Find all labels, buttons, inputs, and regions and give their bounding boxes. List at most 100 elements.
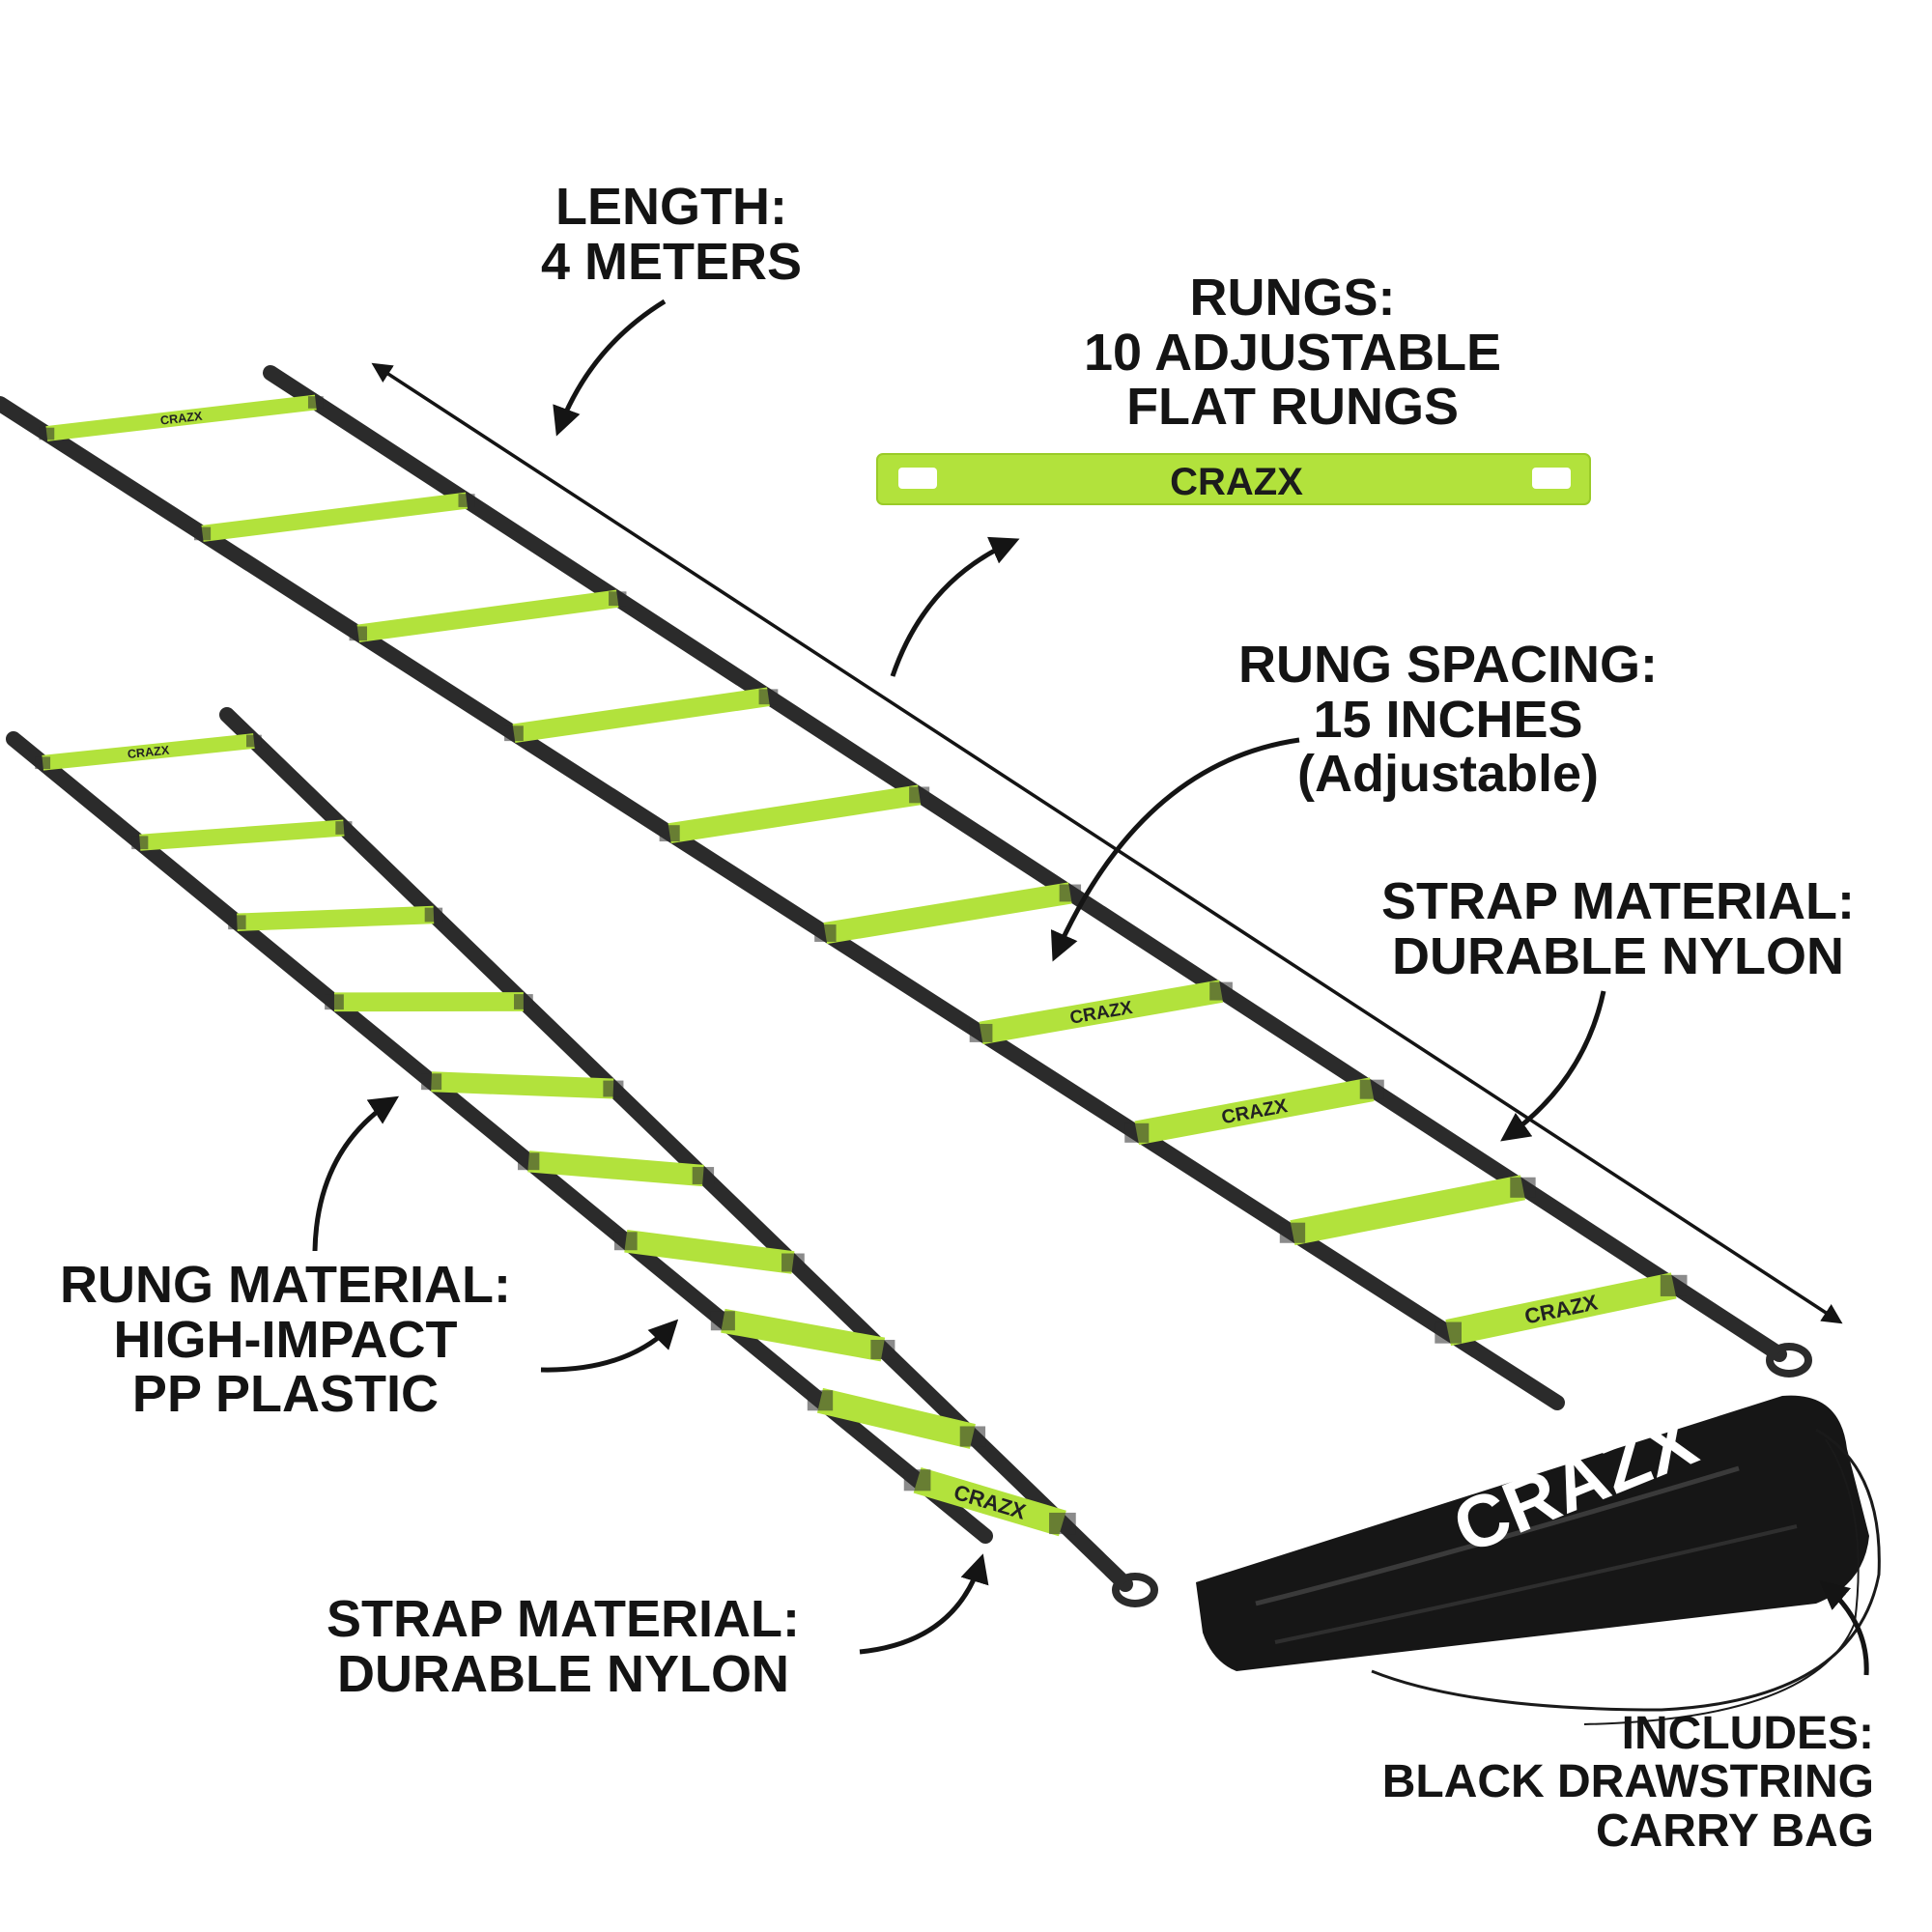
callout-length-title: LENGTH:: [555, 178, 788, 236]
curved-arrow-icon: [553, 298, 667, 437]
back-ladder-rung-clip: [1435, 1321, 1462, 1344]
front-ladder-rung-clip: [421, 1073, 442, 1091]
back-ladder-rung-clip: [609, 591, 627, 607]
back-ladder-rung-clip: [1209, 981, 1233, 1001]
back-ladder-strap-right: [263, 365, 1787, 1362]
front-ladder-rung-clip: [228, 915, 246, 930]
front-ladder-rung-clip: [35, 756, 51, 770]
front-ladder-rung-clip: [781, 1253, 805, 1272]
callout-bag-line2: CARRY BAG: [1595, 1804, 1874, 1857]
front-ladder-rung: [139, 819, 345, 851]
single-rung-slot-right: [1532, 468, 1571, 489]
back-ladder-rung-logo: CRAZX: [1068, 998, 1134, 1029]
back-ladder-rung-logo: CRAZX: [159, 410, 203, 428]
back-ladder-rung-clip: [909, 786, 930, 804]
curved-arrow-icon: [859, 1553, 989, 1655]
front-ladder-rung: [913, 1466, 1066, 1537]
carry-bag-fold-1: [1255, 1465, 1740, 1606]
callout-strap-material-bottom: STRAP MATERIAL: DURABLE NYLON: [327, 1592, 800, 1701]
callout-strap-material-bottom-title: STRAP MATERIAL:: [327, 1590, 800, 1648]
front-ladder-rung-clip: [613, 1232, 638, 1251]
back-ladder-rung-clip: [39, 427, 55, 440]
callout-rung-material-line2: PP PLASTIC: [131, 1365, 439, 1424]
back-ladder-rung-clip: [814, 924, 837, 942]
callout-rungs-line1: 10 ADJUSTABLE: [1084, 323, 1502, 382]
curved-arrow-icon: [1819, 1580, 1869, 1676]
back-ladder-rung: [823, 882, 1072, 945]
back-ladder-rung: [668, 784, 922, 844]
callout-rung-spacing-line1: 15 INCHES: [1313, 690, 1583, 749]
front-ladder-rung-clip: [959, 1426, 986, 1447]
single-rung: CRAZX: [876, 453, 1591, 505]
carry-bag-drawstring-2: [1583, 1438, 1860, 1725]
back-ladder-rung: [201, 492, 469, 542]
callout-rung-material-title: RUNG MATERIAL:: [60, 1256, 511, 1314]
front-ladder-rung-clip: [603, 1080, 624, 1097]
back-ladder-rung-clip: [504, 725, 524, 742]
callout-strap-material-top-title: STRAP MATERIAL:: [1381, 872, 1855, 930]
front-ladder-rung-clip: [692, 1167, 715, 1184]
callout-rung-spacing: RUNG SPACING: 15 INCHES (Adjustable): [1238, 638, 1658, 802]
back-ladder-rung-clip: [969, 1023, 993, 1042]
single-rung-slot-left: [898, 468, 937, 489]
callout-strap-material-top: STRAP MATERIAL: DURABLE NYLON: [1381, 874, 1855, 983]
callout-bag-line1: BLACK DRAWSTRING: [1381, 1756, 1874, 1808]
back-ladder-rung-clip: [1059, 884, 1082, 902]
back-ladder-rung-clip: [458, 494, 475, 507]
double-headed-arrow-icon: [371, 362, 1843, 1324]
back-ladder-rung-clip: [307, 396, 324, 409]
front-ladder-rung-clip: [131, 836, 149, 850]
back-ladder-strap-loop: [1766, 1343, 1812, 1378]
callout-rung-material-line1: HIGH-IMPACT: [113, 1310, 458, 1369]
front-ladder-rung: [237, 905, 435, 931]
carry-bag-body: [1196, 1395, 1869, 1671]
curved-arrow-icon: [312, 1095, 400, 1252]
front-ladder-rung-clip: [335, 821, 353, 835]
front-ladder-rung-clip: [807, 1390, 834, 1411]
curved-arrow-icon: [1050, 737, 1300, 962]
front-ladder-rung-clip: [514, 994, 533, 1009]
front-ladder-rung-clip: [325, 994, 344, 1010]
curved-arrow-icon: [890, 536, 1020, 677]
callout-rung-spacing-line2: (Adjustable): [1297, 745, 1600, 804]
back-ladder-rung-clip: [1124, 1122, 1150, 1143]
front-ladder-rung-clip: [517, 1152, 540, 1171]
front-ladder-rung: [721, 1308, 886, 1362]
callout-strap-material-top-value: DURABLE NYLON: [1391, 926, 1844, 985]
callout-strap-material-bottom-value: DURABLE NYLON: [336, 1644, 789, 1703]
callout-rungs-line2: FLAT RUNGS: [1126, 378, 1460, 437]
back-ladder-rung: [45, 394, 317, 441]
front-ladder-rung-clip: [710, 1311, 735, 1331]
front-ladder-rung-clip: [870, 1339, 895, 1360]
callout-rungs: RUNGS: 10 ADJUSTABLE FLAT RUNGS: [1084, 270, 1501, 435]
front-ladder-strap-loop: [1112, 1573, 1158, 1607]
back-ladder-rung-clip: [659, 825, 680, 842]
curved-arrow-icon: [1500, 990, 1606, 1142]
back-ladder-rung-clip: [194, 526, 212, 541]
curved-arrow-icon: [540, 1319, 679, 1373]
callout-bag-title: INCLUDES:: [1621, 1708, 1874, 1759]
carry-bag: CRAZX: [1196, 1395, 1881, 1725]
back-ladder-rung-clip: [349, 626, 367, 641]
back-ladder-rung-clip: [1510, 1177, 1536, 1198]
front-ladder-rung-clip: [424, 907, 443, 923]
callout-rung-spacing-title: RUNG SPACING:: [1238, 636, 1659, 694]
back-ladder-rung-clip: [758, 689, 779, 705]
carry-bag-fold-2: [1274, 1524, 1798, 1644]
back-ladder-rung-clip: [1359, 1079, 1384, 1099]
callout-rung-material: RUNG MATERIAL: HIGH-IMPACT PP PLASTIC: [60, 1258, 511, 1422]
back-ladder-rung: [512, 687, 770, 743]
back-ladder-rung: [1290, 1175, 1526, 1246]
front-ladder-rung-clip: [903, 1469, 931, 1492]
callout-length: LENGTH: 4 METERS: [541, 180, 802, 289]
callout-length-value: 4 METERS: [541, 232, 803, 291]
back-ladder-rung: [356, 589, 619, 642]
callout-bag: INCLUDES: BLACK DRAWSTRING CARRY BAG: [1381, 1708, 1874, 1857]
back-ladder-rung-clip: [1660, 1274, 1688, 1296]
front-ladder-rung: [816, 1387, 976, 1449]
carry-bag-drawstring: [1371, 1428, 1881, 1712]
back-ladder-rung-logo: CRAZX: [1220, 1095, 1290, 1128]
